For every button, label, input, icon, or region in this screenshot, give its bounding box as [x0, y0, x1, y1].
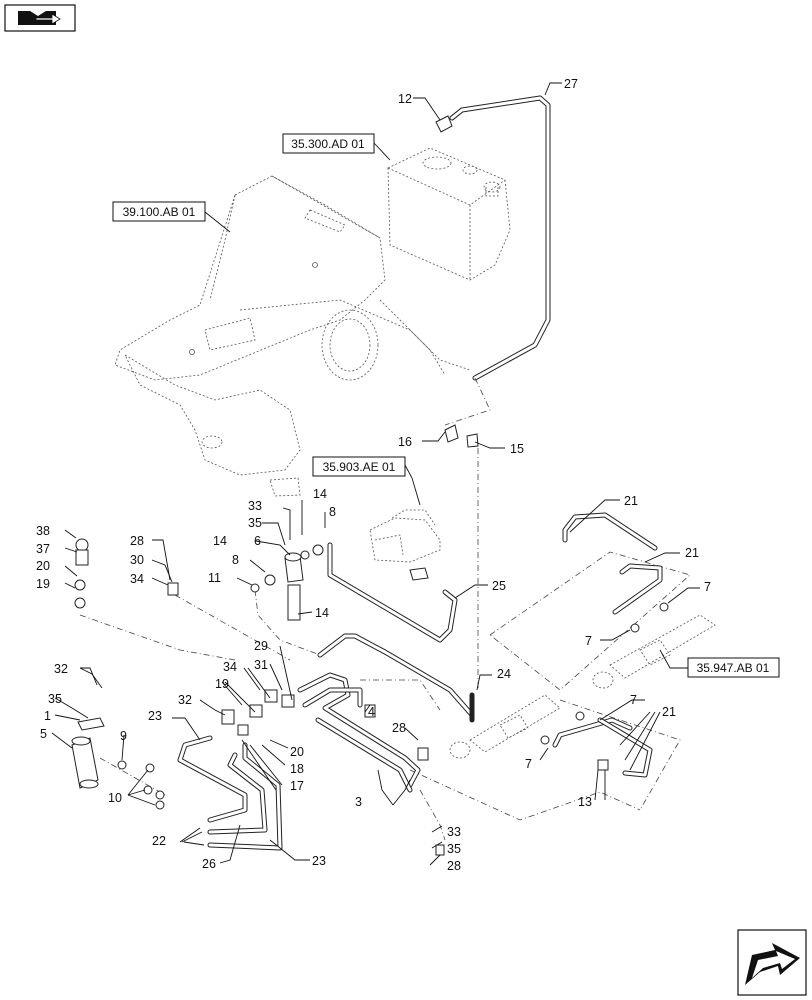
- callout-30: 30: [130, 553, 144, 567]
- pressure-hose: [317, 633, 475, 723]
- callout-3: 3: [355, 795, 362, 809]
- callout-1: 1: [44, 709, 51, 723]
- callout-34a: 34: [130, 572, 144, 586]
- callout-10: 10: [108, 791, 122, 805]
- callout-23a: 23: [148, 709, 162, 723]
- ref-valve-label: 35.903.AE 01: [323, 460, 396, 474]
- callout-21b: 21: [685, 546, 699, 560]
- callout-14c: 14: [315, 606, 329, 620]
- callout-16: 16: [398, 435, 412, 449]
- callout-21c: 21: [662, 705, 676, 719]
- callout-6: 6: [254, 534, 261, 548]
- book-arrow-icon[interactable]: [4, 4, 76, 32]
- oil-filter: [71, 717, 105, 789]
- callout-21a: 21: [624, 494, 638, 508]
- callout-28a: 28: [392, 721, 406, 735]
- callout-9: 9: [120, 729, 127, 743]
- callout-27: 27: [564, 77, 578, 91]
- callout-20b: 20: [290, 745, 304, 759]
- hydraulic-tank: [387, 147, 511, 281]
- callout-31: 31: [254, 658, 268, 672]
- callout-38: 38: [36, 524, 50, 538]
- cylinder-upper: [592, 614, 716, 689]
- steel-tubes: [297, 672, 421, 793]
- callout-11: 11: [208, 571, 221, 585]
- ref-frame-label: 39.100.AB 01: [123, 205, 196, 219]
- fittings: [74, 538, 669, 856]
- callout-7b: 7: [585, 634, 592, 648]
- callout-33b: 33: [248, 499, 262, 513]
- callout-26: 26: [202, 857, 216, 871]
- callout-7d: 7: [525, 757, 532, 771]
- callout-14b: 14: [213, 534, 227, 548]
- ref-valve[interactable]: 35.903.AE 01: [312, 456, 406, 477]
- callout-23b: 23: [312, 854, 326, 868]
- callout-5: 5: [40, 727, 47, 741]
- callout-4: 4: [368, 705, 375, 719]
- ref-tank-label: 35.300.AD 01: [291, 137, 365, 151]
- control-valve: [369, 509, 441, 581]
- callout-13: 13: [578, 795, 592, 809]
- callouts: 12 27 16 15 21 21 7 7 25 24 7 21 7 13 3 …: [36, 77, 711, 873]
- clamp-plate: [466, 433, 479, 448]
- callout-18: 18: [290, 762, 304, 776]
- ref-tank[interactable]: 35.300.AD 01: [282, 133, 375, 154]
- callout-25: 25: [492, 579, 506, 593]
- connection-lines: [79, 377, 691, 841]
- callout-32a: 32: [54, 662, 68, 676]
- callout-7a: 7: [704, 580, 711, 594]
- flexible-hoses: [177, 735, 283, 851]
- callout-20a: 20: [36, 559, 50, 573]
- callout-28b: 28: [447, 859, 461, 873]
- callout-28c: 28: [130, 534, 144, 548]
- cylinder-lower: [449, 694, 561, 759]
- ref-cylinder-label: 35.947.AB 01: [697, 661, 770, 675]
- callout-8b: 8: [232, 553, 239, 567]
- callout-33a: 33: [447, 825, 461, 839]
- filter-head: [284, 552, 304, 621]
- callout-7c: 7: [630, 693, 637, 707]
- callout-17: 17: [290, 779, 304, 793]
- callout-8a: 8: [329, 505, 336, 519]
- callout-37: 37: [36, 542, 50, 556]
- callout-22: 22: [152, 834, 166, 848]
- callout-32b: 32: [178, 693, 192, 707]
- leader-lines: [51, 82, 700, 866]
- ref-frame[interactable]: 39.100.AB 01: [112, 201, 206, 222]
- callout-19b: 19: [215, 677, 229, 691]
- callout-24: 24: [497, 667, 511, 681]
- clamp: [444, 424, 459, 443]
- ref-cylinder[interactable]: 35.947.AB 01: [687, 657, 780, 678]
- callout-35a: 35: [447, 842, 461, 856]
- valve-tube: [327, 542, 458, 643]
- cylinder-tubes: [552, 512, 663, 778]
- callout-12: 12: [398, 92, 412, 106]
- callout-35b: 35: [248, 516, 262, 530]
- callout-29: 29: [254, 639, 268, 653]
- machine-frame: [114, 175, 471, 497]
- tank-return-hose: [449, 95, 551, 381]
- callout-14a: 14: [313, 487, 327, 501]
- next-page-arrow-icon[interactable]: [737, 929, 807, 996]
- callout-34b: 34: [223, 660, 237, 674]
- callout-19a: 19: [36, 577, 50, 591]
- callout-35c: 35: [48, 692, 62, 706]
- callout-15: 15: [510, 442, 524, 456]
